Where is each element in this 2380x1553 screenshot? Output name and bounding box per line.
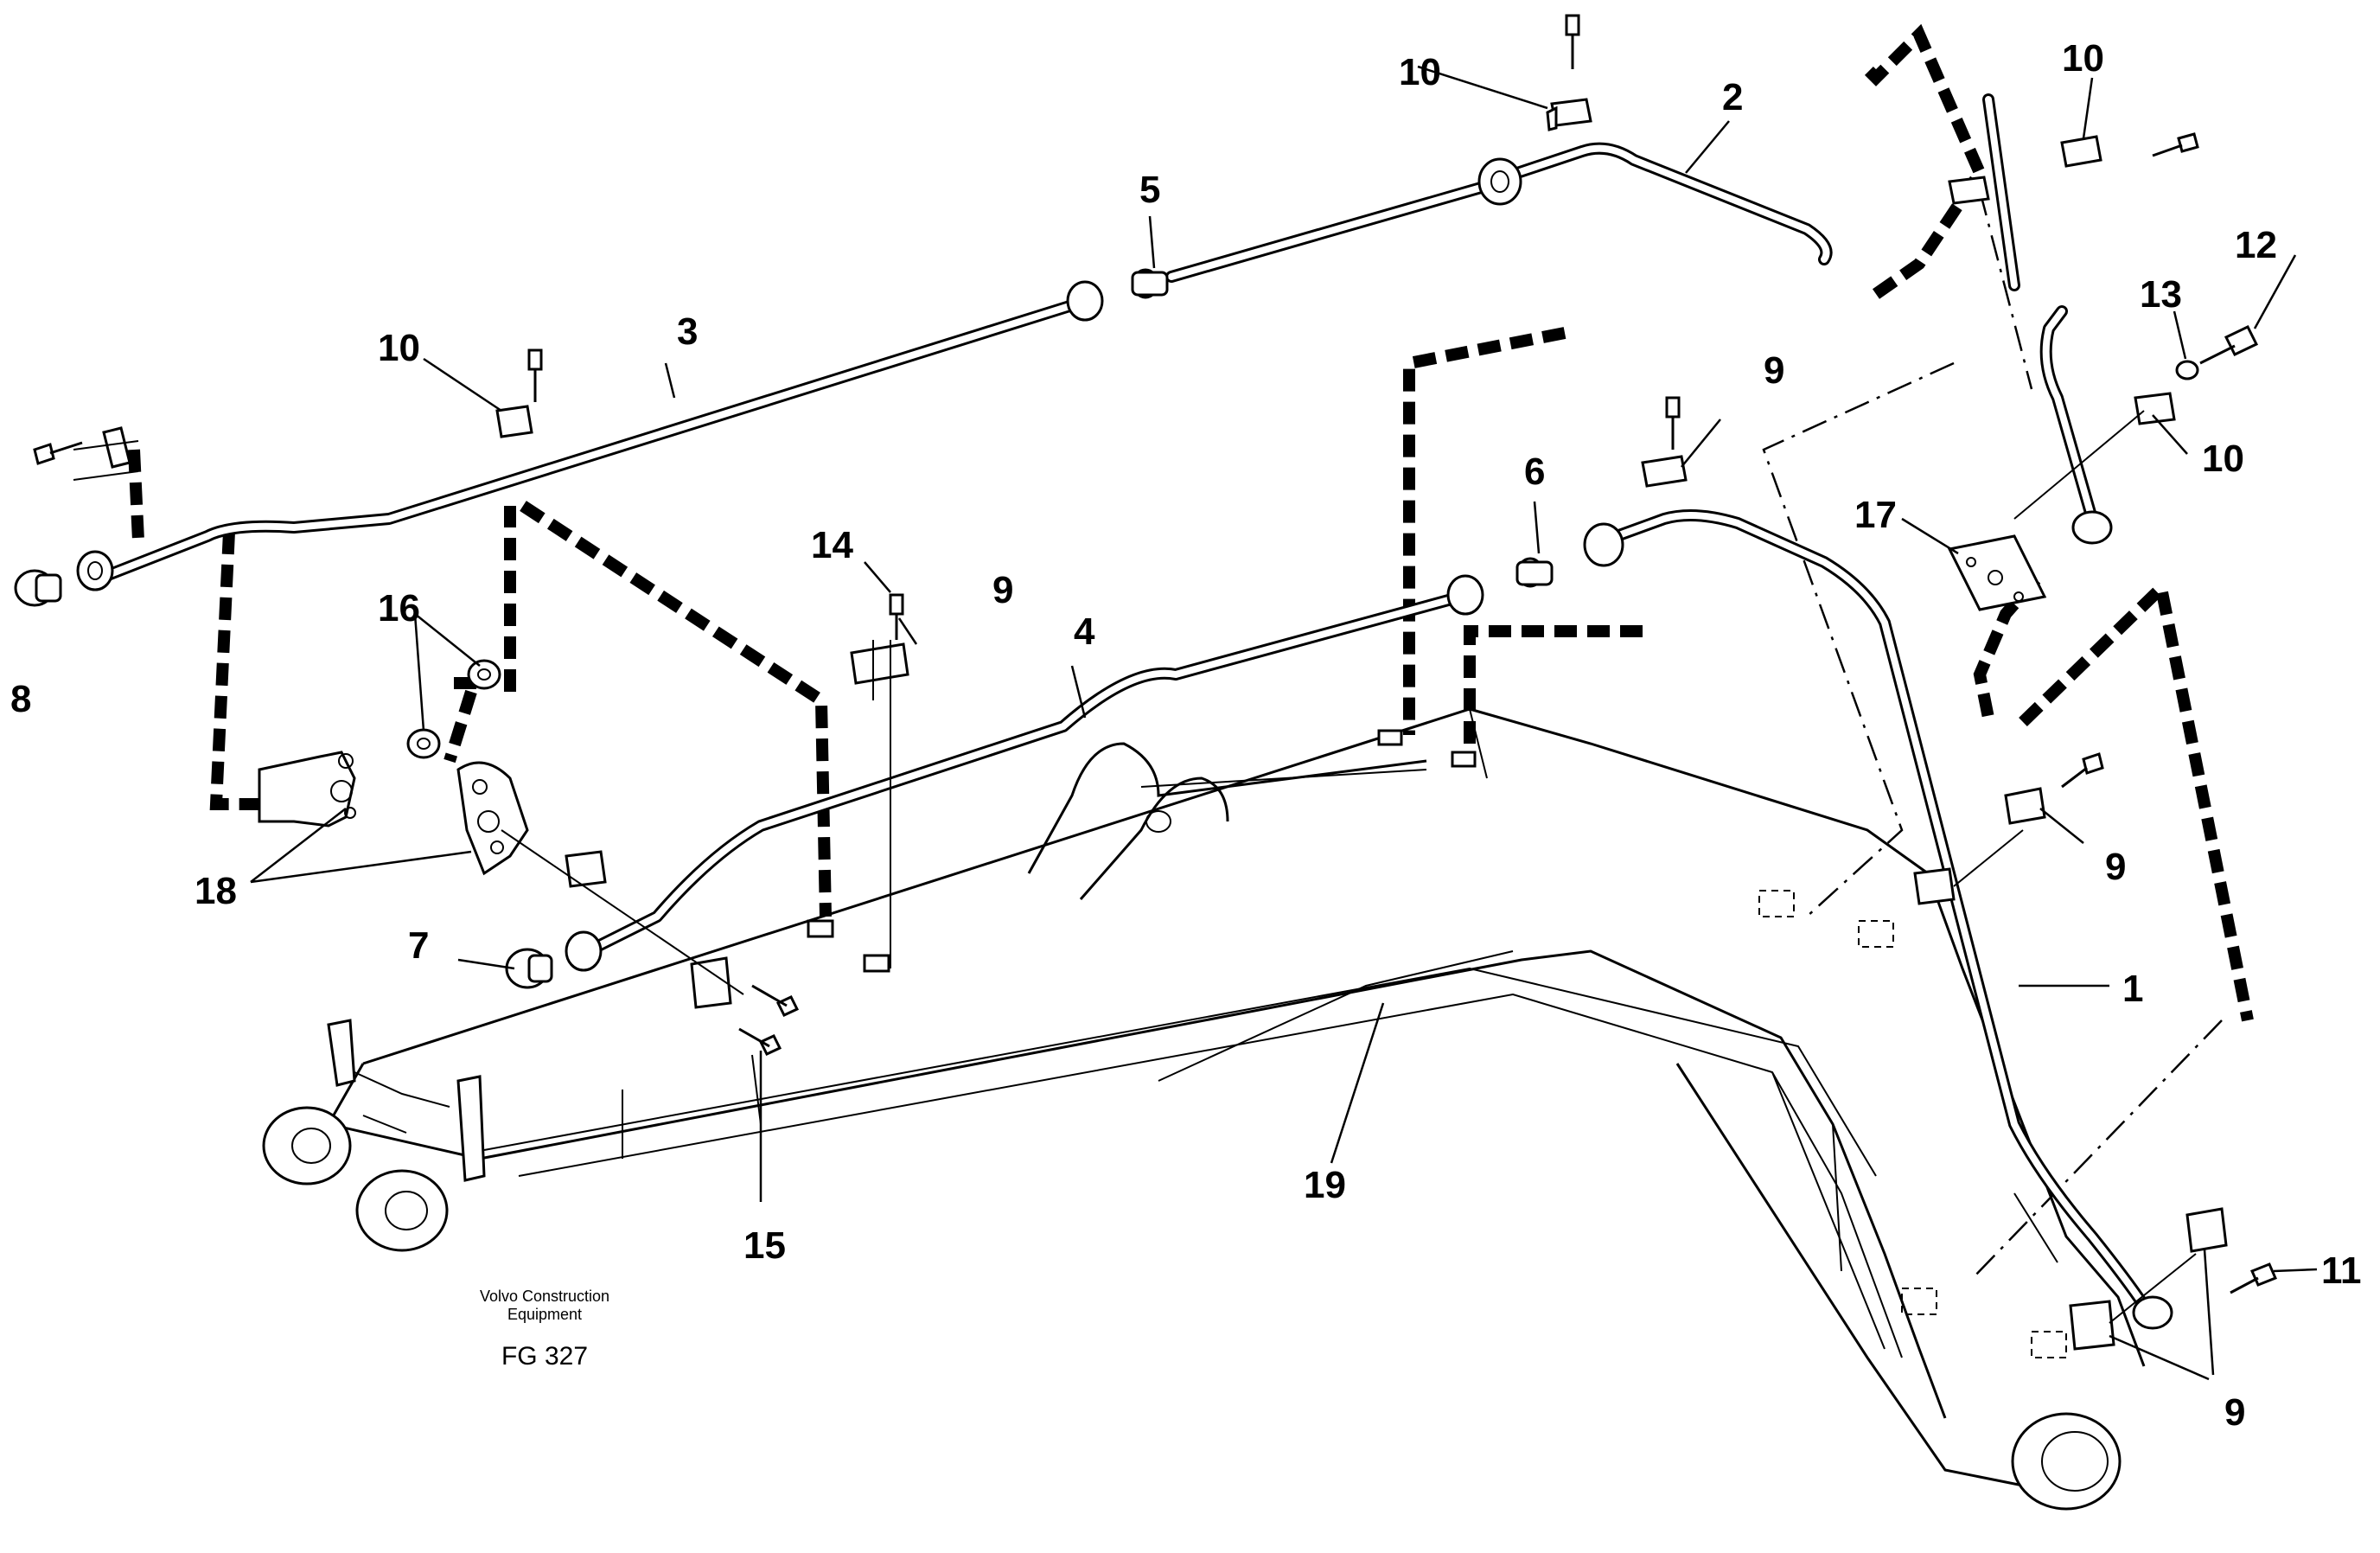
clamp-10	[2134, 392, 2176, 425]
callout-14: 14	[811, 524, 853, 566]
mounting-tab	[456, 1075, 486, 1182]
nut-16	[467, 659, 501, 690]
pipe-bracket	[807, 919, 834, 938]
callout-9-center: 9	[992, 569, 1013, 611]
callout-11: 11	[2321, 1249, 2362, 1292]
fittings	[14, 14, 2277, 1330]
pipes	[102, 93, 2150, 1312]
pipe-1	[1611, 509, 2150, 1312]
callout-9-upper-right: 9	[1764, 349, 1784, 392]
clamp-9	[850, 642, 909, 685]
callout-10-right: 10	[2202, 438, 2244, 480]
washer-13	[2175, 360, 2199, 380]
screw-11	[2250, 1262, 2277, 1287]
nut	[2071, 510, 2113, 545]
callout-13: 13	[2140, 273, 2182, 316]
clamps	[73, 98, 2228, 1351]
callout-6: 6	[1524, 451, 1545, 493]
flange-plate-17	[1947, 534, 2047, 611]
callout-1: 1	[2122, 968, 2143, 1010]
company-name-line1: Volvo Construction	[480, 1288, 609, 1305]
callout-17: 17	[1854, 494, 1897, 536]
callout-18: 18	[195, 870, 237, 912]
clamp-9	[1641, 455, 1688, 488]
callout-16: 16	[378, 587, 420, 630]
pipe-bracket	[1451, 751, 1477, 768]
nut-16	[406, 728, 441, 759]
assembly-guide-lines	[128, 23, 2254, 1022]
callout-9-right: 9	[2105, 846, 2126, 888]
nut	[565, 930, 603, 972]
nut	[1583, 522, 1624, 567]
callout-8: 8	[10, 678, 31, 720]
nut	[1446, 574, 1484, 616]
caption: Volvo Construction Equipment FG 327	[480, 1288, 609, 1371]
clamp-10	[2060, 135, 2102, 168]
boom-foot-eye-right	[355, 1169, 449, 1252]
figure-code: FG 327	[501, 1342, 588, 1371]
callout-15: 15	[743, 1224, 786, 1267]
clamp-10	[1550, 98, 1592, 127]
boom-end-eye	[2011, 1412, 2122, 1511]
pipe-2	[1511, 142, 1833, 265]
boom-structure	[262, 707, 2146, 1511]
callout-5: 5	[1139, 169, 1160, 211]
pipe-bracket	[863, 954, 890, 973]
nut	[1477, 157, 1522, 206]
mounting-tab	[327, 1019, 356, 1087]
nut	[2132, 1295, 2173, 1330]
callout-7: 7	[408, 924, 429, 967]
nut	[1066, 280, 1104, 322]
pipe-3	[102, 297, 1087, 581]
boom-foot-eye-left	[262, 1106, 352, 1186]
clamp-9	[2004, 787, 2046, 825]
callout-2: 2	[1722, 76, 1743, 118]
nut	[76, 550, 114, 591]
callout-labels: 1 2 3 4 5 6 7 8 9 9 9 9 10 10 10 10 11 1…	[10, 37, 2362, 1434]
screw-14	[889, 593, 904, 616]
callout-10-left: 10	[378, 327, 420, 369]
callout-3: 3	[677, 310, 698, 353]
callout-4: 4	[1074, 610, 1095, 653]
clamp	[102, 426, 131, 469]
screw-12	[2224, 325, 2259, 356]
company-name-line2: Equipment	[507, 1306, 582, 1323]
bracket-18	[456, 761, 529, 876]
clamp-9	[2185, 1207, 2228, 1253]
callout-10-top-right: 10	[2062, 37, 2104, 80]
callout-9-bottom-right: 9	[2224, 1391, 2245, 1434]
callout-10-top: 10	[1399, 51, 1441, 93]
centerlines	[1762, 189, 2223, 1281]
clamp-10	[495, 405, 533, 438]
callout-19: 19	[1304, 1164, 1346, 1206]
pipe-bracket	[1377, 729, 1403, 746]
bracket-18	[258, 751, 356, 828]
screw-15	[758, 1034, 782, 1056]
callout-12: 12	[2235, 224, 2277, 266]
leader-lines	[250, 65, 2318, 1381]
